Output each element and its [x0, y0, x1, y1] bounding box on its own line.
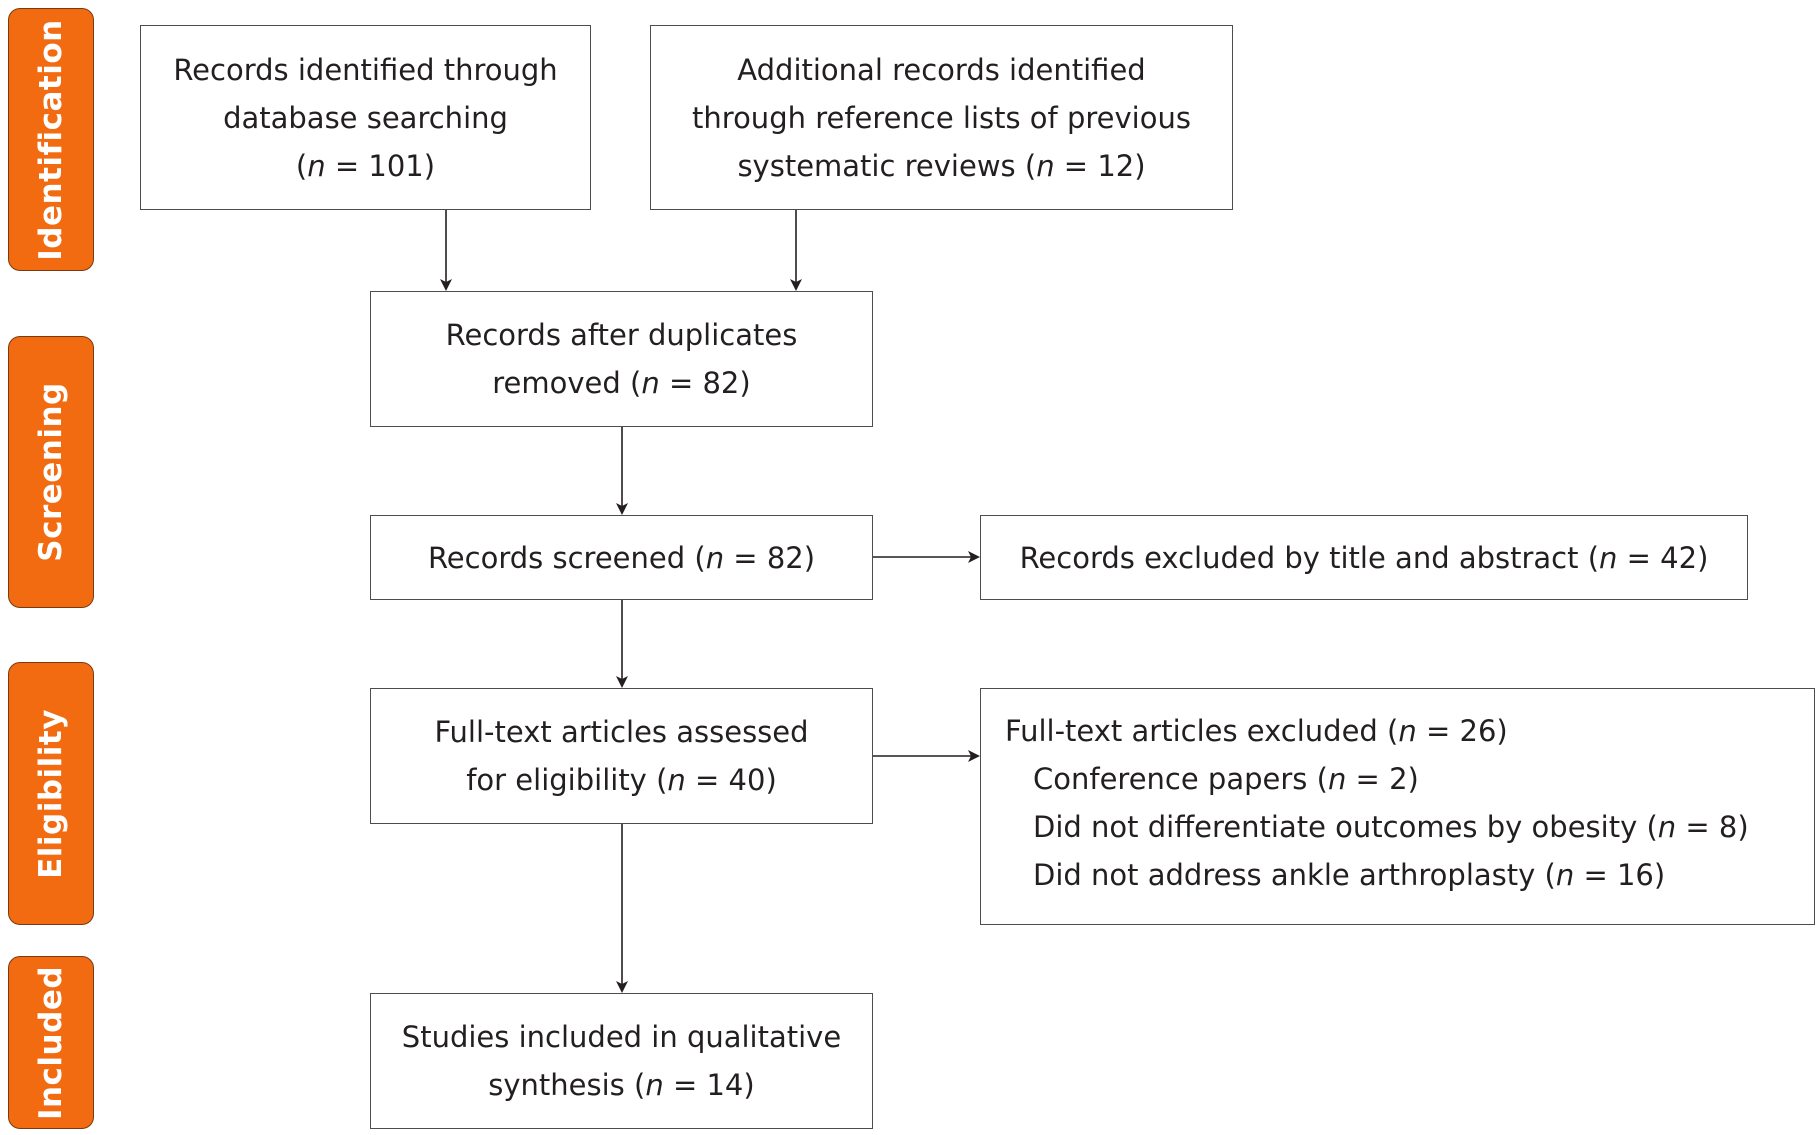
box-line: Full-text articles excluded (n = 26) — [1005, 714, 1508, 748]
box-line: Additional records identified — [737, 52, 1146, 87]
box-line: through reference lists of previous — [692, 100, 1191, 135]
phase-screening: Screening — [8, 336, 94, 608]
box-line: Full-text articles assessed — [434, 715, 809, 749]
box-line: for eligibility (n = 40) — [466, 763, 777, 797]
box-line: Studies included in qualitative — [401, 1020, 842, 1054]
box-line: database searching — [223, 100, 508, 135]
box-fulltext-excluded: Full-text articles excluded (n = 26) Con… — [980, 688, 1815, 925]
box-line: Records identified through — [173, 52, 558, 87]
phase-identification: Identification — [8, 8, 94, 271]
box-after-duplicates: Records after duplicates removed (n = 82… — [370, 291, 873, 427]
phase-included: Included — [8, 956, 94, 1129]
box-database-records: Records identified through database sear… — [140, 25, 591, 210]
box-line: removed (n = 82) — [492, 366, 751, 400]
phase-eligibility: Eligibility — [8, 662, 94, 925]
box-line: (n = 101) — [295, 148, 436, 183]
box-line: Did not differentiate outcomes by obesit… — [1033, 810, 1749, 844]
box-line: Records excluded by title and abstract (… — [1019, 540, 1709, 575]
box-records-screened: Records screened (n = 82) — [370, 515, 873, 600]
box-line: Records screened (n = 82) — [427, 540, 816, 575]
box-fulltext-assessed: Full-text articles assessed for eligibil… — [370, 688, 873, 824]
box-additional-records: Additional records identified through re… — [650, 25, 1233, 210]
box-line: Conference papers (n = 2) — [1033, 762, 1419, 796]
box-line: Did not address ankle arthroplasty (n = … — [1033, 858, 1666, 892]
box-line: Records after duplicates — [445, 318, 798, 352]
box-line: synthesis (n = 14) — [488, 1068, 755, 1102]
box-excluded-title-abstract: Records excluded by title and abstract (… — [980, 515, 1748, 600]
box-line: systematic reviews (n = 12) — [737, 148, 1146, 183]
box-included-studies: Studies included in qualitative synthesi… — [370, 993, 873, 1129]
